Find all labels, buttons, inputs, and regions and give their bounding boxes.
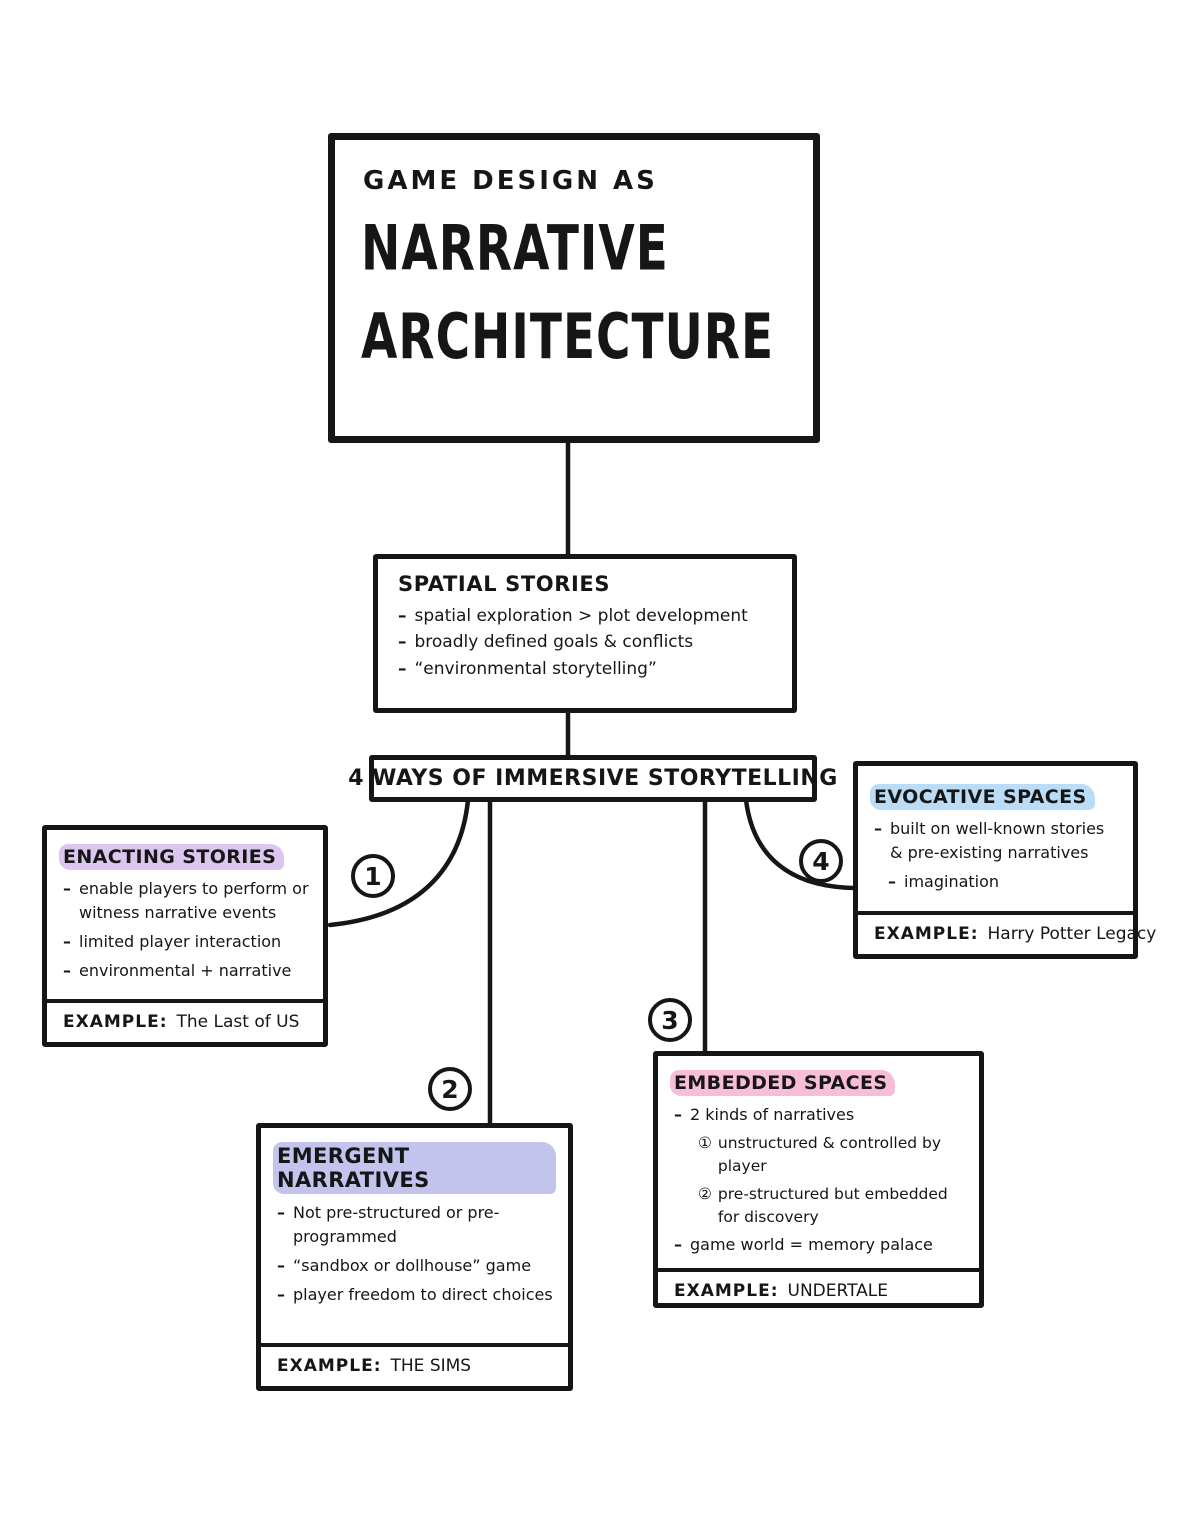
enacting-stories-bullets: – enable players to perform or witness n…	[63, 877, 311, 983]
bullet-item: – “environmental storytelling”	[398, 656, 776, 682]
four-ways-banner: 4 WAYS OF IMMERSIVE STORYTELLING	[348, 755, 837, 802]
bullet-item: – Not pre-structured or pre-programmed	[277, 1201, 556, 1249]
main-title: NARRATIVE ARCHITECTURE	[361, 206, 787, 382]
way-1-number-badge: 1	[351, 854, 395, 898]
embedded-spaces-bullets: – 2 kinds of narratives ① unstructured &…	[674, 1103, 967, 1257]
example-label: EXAMPLE:	[63, 1012, 168, 1032]
bullet-text: 2 kinds of narratives	[690, 1105, 855, 1124]
bullet-item: – limited player interaction	[63, 930, 311, 954]
spatial-stories-bullets: – spatial exploration > plot development…	[398, 603, 776, 682]
example-value: THE SIMS	[390, 1356, 472, 1376]
enacting-stories-example: EXAMPLE: The Last of US	[47, 999, 323, 1042]
enacting-stories-box: ENACTING STORIES – enable players to per…	[42, 825, 328, 1047]
connector-banner-to-evocative	[743, 797, 858, 891]
example-value: UNDERTALE	[787, 1281, 888, 1301]
way-4-number-badge: 4	[799, 839, 843, 883]
bullet-item: – player freedom to direct choices	[277, 1283, 556, 1307]
bullet-item: – game world = memory palace	[674, 1233, 967, 1257]
sub-bullet-text: unstructured & controlled by player	[717, 1134, 942, 1176]
spatial-stories-box: SPATIAL STORIES – spatial exploration > …	[373, 554, 797, 713]
example-value: The Last of US	[176, 1012, 300, 1032]
bullet-text: “environmental storytelling”	[414, 658, 657, 679]
bullet-text: imagination	[904, 872, 1000, 891]
example-label: EXAMPLE:	[674, 1281, 779, 1301]
example-label: EXAMPLE:	[874, 924, 979, 944]
main-title-line2: ARCHITECTURE	[361, 300, 775, 374]
bullet-text: Not pre-structured or pre-programmed	[293, 1203, 500, 1246]
bullet-item: – built on well-known stories & pre-exis…	[874, 817, 1121, 865]
embedded-spaces-example: EXAMPLE: UNDERTALE	[658, 1268, 979, 1311]
bullet-item: – 2 kinds of narratives	[674, 1103, 967, 1127]
title-kicker: GAME DESIGN AS	[363, 166, 658, 196]
bullet-text: built on well-known stories & pre-existi…	[890, 819, 1105, 862]
bullet-text: enable players to perform or witness nar…	[79, 879, 309, 922]
emergent-narratives-bullets: – Not pre-structured or pre-programmed –…	[277, 1201, 556, 1307]
embedded-spaces-title: EMBEDDED SPACES	[670, 1070, 896, 1096]
enacting-stories-body: ENACTING STORIES – enable players to per…	[47, 830, 323, 999]
bullet-item: – spatial exploration > plot development	[398, 603, 776, 629]
sub-bullet-text: pre-structured but embedded for discover…	[717, 1184, 948, 1226]
bullet-text: player freedom to direct choices	[293, 1285, 553, 1304]
embedded-spaces-body: EMBEDDED SPACES – 2 kinds of narratives …	[658, 1056, 979, 1268]
sub-bullet-item: ② pre-structured but embedded for discov…	[698, 1183, 967, 1230]
emergent-narratives-example: EXAMPLE: THE SIMS	[261, 1343, 568, 1386]
emergent-narratives-body: EMERGENT NARRATIVES – Not pre-structured…	[261, 1128, 568, 1343]
evocative-spaces-title: EVOCATIVE SPACES	[870, 784, 1095, 810]
bullet-dash: –	[874, 819, 882, 838]
embedded-sub-bullets: ① unstructured & controlled by player ② …	[698, 1132, 967, 1229]
bullet-dash: –	[277, 1256, 285, 1275]
bullet-item: – broadly defined goals & conflicts	[398, 629, 776, 655]
way-3-number-badge: 3	[648, 998, 692, 1042]
bullet-item: – imagination	[888, 870, 1121, 894]
bullet-text: “sandbox or dollhouse” game	[293, 1256, 532, 1275]
bullet-text: game world = memory palace	[690, 1235, 933, 1254]
sub-bullet-number: ②	[698, 1184, 712, 1203]
bullet-dash: –	[277, 1203, 285, 1222]
enacting-stories-title: ENACTING STORIES	[59, 844, 285, 870]
evocative-spaces-bullets: – built on well-known stories & pre-exis…	[874, 817, 1121, 894]
example-label: EXAMPLE:	[277, 1356, 382, 1376]
sub-bullet-item: ① unstructured & controlled by player	[698, 1132, 967, 1179]
bullet-dash: –	[674, 1235, 682, 1254]
bullet-item: – environmental + narrative	[63, 959, 311, 983]
way-2-number-badge: 2	[428, 1067, 472, 1111]
sub-bullet-number: ①	[698, 1134, 712, 1152]
emergent-narratives-box: EMERGENT NARRATIVES – Not pre-structured…	[256, 1123, 573, 1391]
bullet-dash: –	[398, 632, 407, 653]
bullet-dash: –	[63, 932, 71, 951]
bullet-text: spatial exploration > plot development	[414, 606, 748, 626]
bullet-dash: –	[63, 961, 71, 980]
bullet-item: – enable players to perform or witness n…	[63, 877, 311, 925]
bullet-item: – “sandbox or dollhouse” game	[277, 1254, 556, 1278]
bullet-dash: –	[277, 1285, 285, 1304]
spatial-stories-title: SPATIAL STORIES	[398, 572, 611, 596]
bullet-dash: –	[888, 872, 896, 891]
evocative-spaces-example: EXAMPLE: Harry Potter Legacy	[858, 911, 1156, 954]
bullet-text: broadly defined goals & conflicts	[414, 632, 694, 653]
bullet-dash: –	[63, 879, 71, 898]
bullet-dash: –	[398, 606, 407, 626]
connector-banner-to-enacting	[327, 797, 471, 928]
bullet-dash: –	[398, 658, 407, 679]
embedded-spaces-box: EMBEDDED SPACES – 2 kinds of narratives …	[653, 1051, 984, 1308]
main-title-line1: NARRATIVE	[361, 212, 669, 286]
example-value: Harry Potter Legacy	[987, 924, 1157, 944]
title-box: GAME DESIGN AS NARRATIVE ARCHITECTURE	[328, 133, 820, 443]
evocative-spaces-box: EVOCATIVE SPACES – built on well-known s…	[853, 761, 1156, 959]
bullet-text: limited player interaction	[79, 932, 282, 951]
emergent-narratives-title: EMERGENT NARRATIVES	[273, 1142, 556, 1194]
evocative-spaces-body: EVOCATIVE SPACES – built on well-known s…	[858, 766, 1133, 911]
bullet-text: environmental + narrative	[79, 961, 292, 980]
bullet-dash: –	[674, 1105, 682, 1124]
